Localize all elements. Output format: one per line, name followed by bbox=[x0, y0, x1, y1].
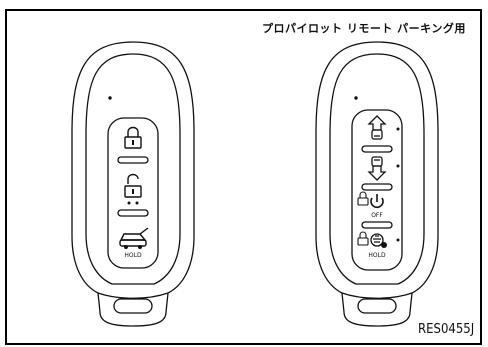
led-indicator bbox=[354, 96, 358, 100]
trunk-open-icon bbox=[119, 227, 149, 249]
off-label: OFF bbox=[371, 212, 383, 219]
button-divider bbox=[361, 183, 393, 191]
key-ring-slot bbox=[357, 298, 397, 314]
move-backward-icon bbox=[367, 156, 387, 181]
standard-key-fob bbox=[71, 41, 195, 327]
unlock-icon bbox=[124, 173, 142, 198]
figure-caption: プロパイロット リモート パーキング用 bbox=[262, 22, 466, 35]
key-fob-outer-body bbox=[71, 41, 195, 327]
hold-label: HOLD bbox=[368, 252, 386, 259]
button-divider bbox=[117, 209, 149, 217]
unlock-dot bbox=[127, 201, 131, 205]
button-divider bbox=[361, 221, 393, 229]
lock-icon bbox=[124, 126, 142, 149]
figure-id: RES0455J bbox=[418, 322, 475, 337]
indicator-dot bbox=[396, 238, 400, 242]
button-panel bbox=[351, 109, 403, 271]
key-fob-bottom-seam bbox=[97, 292, 169, 299]
move-forward-icon bbox=[367, 115, 387, 140]
key-fob-inner-body bbox=[329, 53, 425, 285]
indicator-dot bbox=[396, 127, 400, 131]
button-divider bbox=[361, 145, 393, 153]
button-divider bbox=[117, 156, 149, 164]
led-indicator bbox=[108, 96, 112, 100]
small-lock-icon bbox=[357, 191, 369, 206]
remote-parking-key-fob bbox=[315, 41, 439, 327]
key-fob-outer-body bbox=[315, 41, 439, 327]
power-icon bbox=[370, 194, 384, 209]
hold-label: HOLD bbox=[124, 252, 142, 259]
button-panel bbox=[107, 117, 159, 269]
indicator-dot bbox=[396, 164, 400, 168]
key-ring-slot bbox=[113, 298, 153, 314]
key-fob-inner-body bbox=[85, 53, 181, 285]
key-fob-bottom-seam bbox=[341, 292, 413, 299]
unlock-dot bbox=[135, 201, 139, 205]
remote-parking-icon bbox=[370, 233, 387, 248]
small-lock-icon bbox=[357, 231, 369, 246]
figure-frame bbox=[5, 9, 482, 345]
